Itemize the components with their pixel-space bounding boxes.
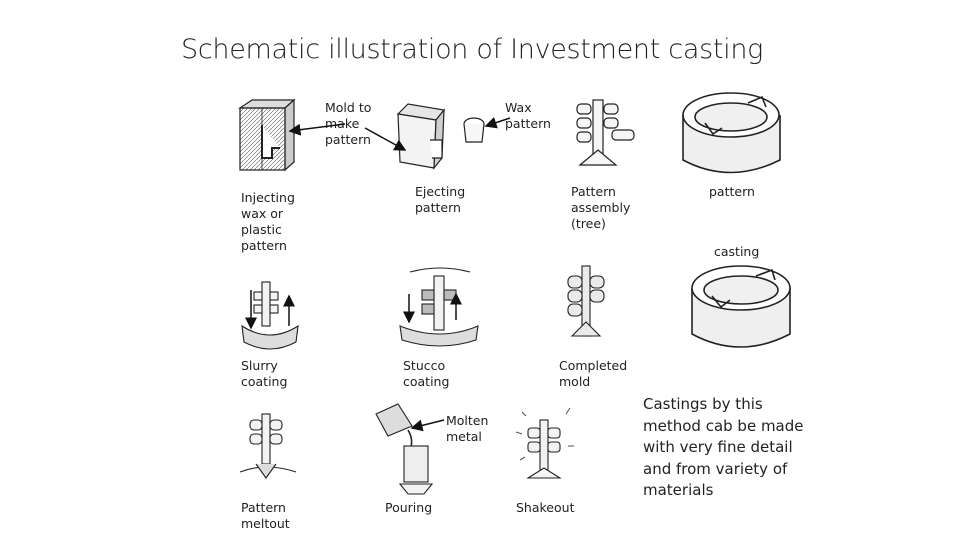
label-molten-metal: Molten metal bbox=[446, 413, 489, 444]
pattern-tree-figure bbox=[576, 99, 635, 166]
pouring-figure bbox=[375, 403, 434, 495]
label-stucco-coating: Stucco coating bbox=[403, 358, 450, 389]
label-completed-mold: Completed mold bbox=[559, 358, 628, 389]
label-pattern-meltout: Pattern meltout bbox=[241, 500, 290, 531]
label-casting: casting bbox=[714, 244, 760, 259]
label-pattern-assembly: Pattern assembly (tree) bbox=[571, 184, 631, 231]
ejecting-figure bbox=[396, 103, 485, 170]
pattern-ring-figure bbox=[682, 92, 781, 174]
injection-mold-figure bbox=[238, 98, 296, 172]
page-title: Schematic illustration of Investment cas… bbox=[181, 34, 764, 65]
casting-ring-figure bbox=[691, 265, 791, 348]
pattern-meltout-figure bbox=[239, 413, 297, 479]
completed-mold-figure bbox=[567, 265, 605, 337]
arrow-to-mold bbox=[288, 123, 346, 136]
stucco-coating-figure bbox=[399, 267, 479, 347]
shakeout-figure bbox=[515, 407, 574, 479]
label-pattern: pattern bbox=[709, 184, 755, 199]
label-injecting: Injecting wax or plastic pattern bbox=[241, 190, 295, 253]
arrow-to-wax-pattern bbox=[484, 116, 511, 129]
label-pouring: Pouring bbox=[385, 500, 433, 515]
label-slurry-coating: Slurry coating bbox=[241, 358, 288, 389]
arrow-to-molten-metal bbox=[410, 419, 445, 432]
casting-note: Castings by this method cab be made with… bbox=[643, 395, 804, 499]
label-ejecting: Ejecting pattern bbox=[415, 184, 466, 215]
label-shakeout: Shakeout bbox=[516, 500, 575, 515]
arrow-to-ejecting bbox=[364, 127, 407, 151]
label-wax-pattern: Wax pattern bbox=[505, 100, 551, 131]
slurry-coating-figure bbox=[241, 281, 299, 350]
label-mold-to-make-pattern: Mold to make pattern bbox=[325, 100, 372, 147]
